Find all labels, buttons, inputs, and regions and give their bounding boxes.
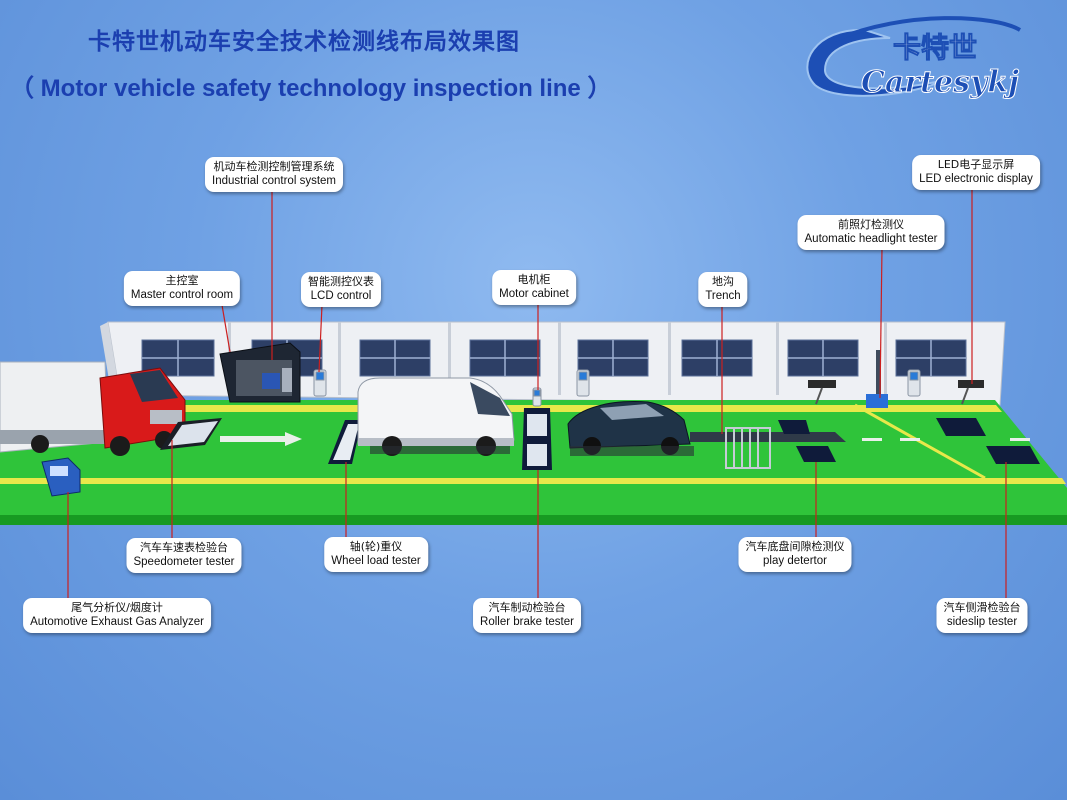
callout-lcd-control: 智能测控仪表 LCD control xyxy=(301,272,381,307)
callout-led-display: LED电子显示屏 LED electronic display xyxy=(912,155,1040,190)
led-display xyxy=(958,380,984,405)
master-control-room xyxy=(219,342,301,403)
headlight-tester xyxy=(808,350,888,408)
trench xyxy=(690,432,846,442)
truck xyxy=(0,361,186,456)
callout-master-control-room: 主控室 Master control room xyxy=(123,271,241,306)
leader-lines xyxy=(67,188,1007,600)
speedometer-tester-platform xyxy=(160,418,222,450)
back-wall xyxy=(100,321,1006,406)
logo-swoosh xyxy=(806,28,946,97)
sideslip-tester xyxy=(936,418,1040,464)
sedan xyxy=(567,401,694,456)
callout-roller-brake-tester: 汽车制动检验台 Roller brake tester xyxy=(473,598,581,633)
page-title-chinese: 卡特世机动车安全技术检测线布局效果图 xyxy=(88,29,520,55)
logo-chinese-text: 卡特世 xyxy=(893,31,977,64)
callout-industrial-control-system: 机动车检测控制管理系统 Industrial control system xyxy=(205,157,343,192)
callout-speedometer-tester: 汽车车速表检验台 Speedometer tester xyxy=(126,538,242,573)
logo-script-text: Cartesykj xyxy=(861,65,1019,100)
direction-arrow xyxy=(220,432,302,446)
play-detector xyxy=(725,420,836,469)
wheel-load-tester-pads xyxy=(328,420,362,464)
callout-exhaust-analyzer: 尾气分析仪/烟度计 Automotive Exhaust Gas Analyze… xyxy=(23,598,211,633)
callout-play-detector: 汽车底盘间隙检测仪 play detertor xyxy=(738,537,852,572)
exhaust-analyzer-cart xyxy=(41,457,81,497)
van xyxy=(357,377,515,456)
cartesykj-logo: 卡特世 Cartesykj xyxy=(806,16,1022,101)
callout-headlight-tester: 前照灯检测仪 Automatic headlight tester xyxy=(797,215,945,250)
lcd-control-kiosks xyxy=(313,369,921,407)
roller-brake-tester xyxy=(522,408,552,470)
page-title-english: （ Motor vehicle safety technology inspec… xyxy=(10,75,612,102)
callout-wheel-load-tester: 轴(轮)重仪 Wheel load tester xyxy=(324,537,428,572)
callout-trench: 地沟 Trench xyxy=(698,272,748,307)
logo-swoosh-arc xyxy=(834,16,1022,42)
lane-stripe-front xyxy=(0,478,1066,484)
callout-motor-cabinet: 电机柜 Motor cabinet xyxy=(492,270,576,305)
callout-sideslip-tester: 汽车侧滑检验台 sideslip tester xyxy=(936,598,1028,633)
